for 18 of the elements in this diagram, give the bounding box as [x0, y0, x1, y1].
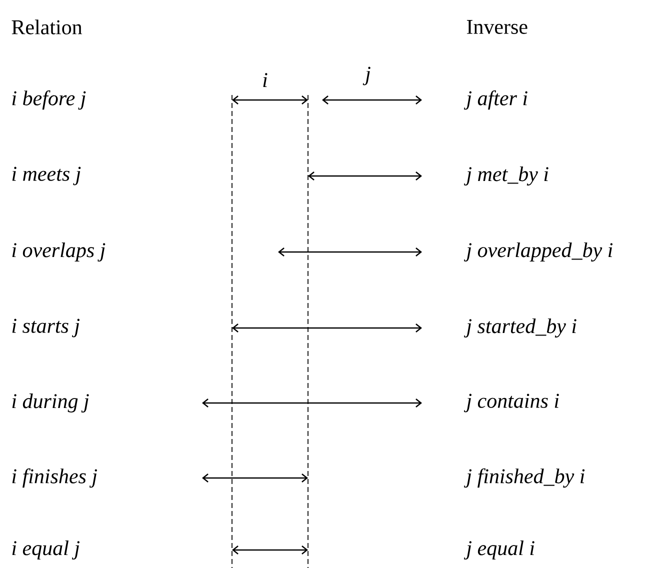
relation-label: i overlaps j	[12, 242, 106, 262]
column-header: Inverse	[466, 20, 528, 34]
relation-label: j started_by i	[464, 318, 576, 338]
relation-label: j met_by i	[464, 166, 548, 186]
relation-label: j finished_by i	[464, 468, 585, 488]
relation-label: i equal j	[12, 540, 80, 560]
interval-label: j	[362, 66, 370, 86]
relation-label: i before j	[12, 90, 86, 110]
relation-label: i during j	[12, 393, 89, 413]
relation-label: i meets j	[12, 166, 81, 186]
relation-label: i starts j	[12, 318, 80, 338]
relation-label: i finishes j	[12, 468, 98, 488]
column-header: Relation	[12, 20, 82, 34]
relation-label: j overlapped_by i	[464, 242, 613, 262]
relation-label: j after i	[464, 90, 528, 110]
interval-label: i	[263, 73, 268, 87]
relation-label: j contains i	[464, 394, 559, 412]
relation-label: j equal i	[464, 540, 534, 560]
